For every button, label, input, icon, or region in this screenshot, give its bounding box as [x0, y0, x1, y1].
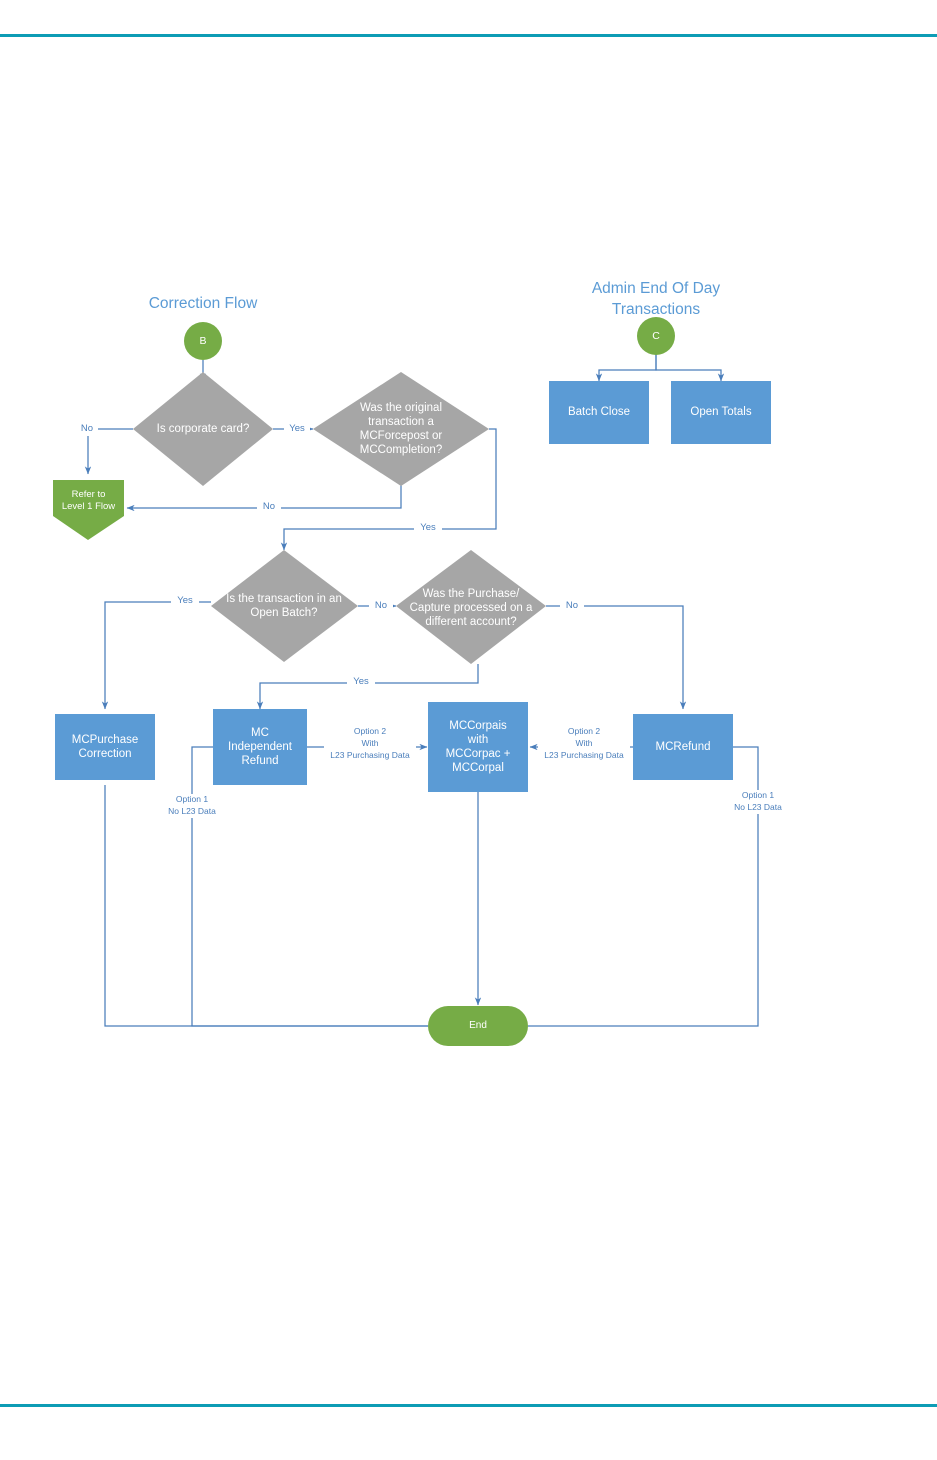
- edge-label-original-no: No: [257, 501, 281, 514]
- edge-refund-opt1-to-end: [191, 746, 428, 1027]
- edge-openbatch-yes: [101, 601, 211, 710]
- edge-c-to-open-totals: [655, 352, 725, 382]
- refer-level1-shape[interactable]: [53, 480, 124, 540]
- edge-label-option2-right: Option 2 With L23 Purchasing Data: [538, 726, 630, 762]
- mc-independent-refund-label: MC Independent Refund: [228, 726, 292, 767]
- decision-open-batch-shape[interactable]: [211, 550, 358, 662]
- decision-different-account-shape[interactable]: [396, 550, 546, 664]
- edge-original-yes: [280, 428, 497, 551]
- mcpurchase-correction-shape[interactable]: [55, 714, 155, 780]
- end-label: End: [469, 1019, 487, 1031]
- bottom-rule: [0, 1404, 937, 1407]
- edge-original-no: [126, 485, 402, 512]
- edge-label-option1-left: Option 1 No L23 Data: [148, 794, 236, 818]
- edge-label-corporate-no: No: [76, 423, 98, 436]
- decision-open-batch-label: Is the transaction in an Open Batch?: [226, 592, 342, 619]
- connector-b-label: B: [199, 334, 207, 347]
- edge-label-option2-left: Option 2 With L23 Purchasing Data: [324, 726, 416, 762]
- connector-c-label: C: [652, 329, 660, 342]
- batch-close-label: Batch Close: [567, 406, 630, 419]
- decision-different-account-label: Was the Purchase/ Capture processed on a…: [409, 587, 533, 628]
- edge-label-openbatch-yes: Yes: [171, 595, 199, 608]
- edge-mcpurchase-to-end: [104, 785, 428, 1027]
- mcrefund-shape[interactable]: [633, 714, 733, 780]
- mcrefund-label: MCRefund: [655, 740, 711, 753]
- edge-label-original-yes: Yes: [414, 522, 442, 535]
- connector-c-circle[interactable]: [637, 317, 675, 355]
- title-correction-flow: Correction Flow: [148, 295, 258, 312]
- edge-label-openbatch-no: No: [369, 600, 393, 613]
- top-rule: [0, 34, 937, 37]
- shape-layer: [53, 317, 771, 1046]
- edge-c-to-batch-close: [595, 352, 657, 382]
- mccorpais-shape[interactable]: [428, 702, 528, 792]
- decision-original-transaction-label: Was the original transaction a MCForcepo…: [359, 401, 443, 457]
- connector-b-circle[interactable]: [184, 322, 222, 360]
- title-admin-end-of-day: Admin End Of Day Transactions: [591, 280, 721, 318]
- batch-close-shape[interactable]: [549, 381, 649, 444]
- edge-diffaccount-no: [546, 605, 687, 710]
- edge-label-corporate-yes: Yes: [284, 423, 310, 436]
- mcpurchase-correction-label: MCPurchase Correction: [71, 733, 139, 760]
- open-totals-shape[interactable]: [671, 381, 771, 444]
- decision-original-transaction-shape[interactable]: [313, 372, 489, 486]
- edge-label-diffaccount-yes: Yes: [347, 676, 375, 689]
- decision-corporate-card-label: Is corporate card?: [156, 422, 250, 435]
- open-totals-label: Open Totals: [690, 406, 752, 419]
- mc-independent-refund-shape[interactable]: [213, 709, 307, 785]
- edge-label-diffaccount-no: No: [560, 600, 584, 613]
- end-shape[interactable]: [428, 1006, 528, 1046]
- edge-mcrefund-opt1-to-end: [528, 746, 759, 1027]
- refer-level1-label: Refer to Level 1 Flow: [61, 489, 116, 512]
- edge-label-option1-right: Option 1 No L23 Data: [713, 790, 803, 814]
- decision-corporate-card-shape[interactable]: [133, 372, 273, 486]
- mccorpais-label: MCCorpais with MCCorpac + MCCorpal: [445, 719, 511, 775]
